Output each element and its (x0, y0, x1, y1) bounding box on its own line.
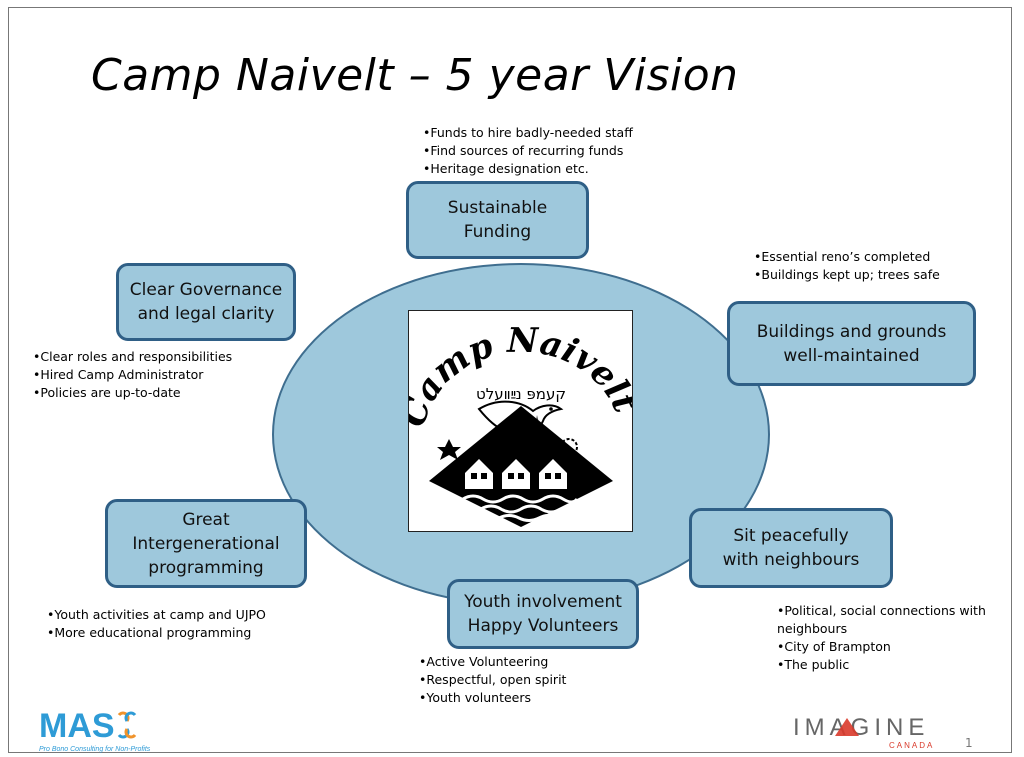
sun-icon (560, 438, 578, 456)
mas-logo: MAS Pro Bono Consulting for Non-Profits (39, 707, 151, 753)
box-intergenerational-programming: Great Intergenerational programming (105, 499, 307, 588)
logo-yiddish-text: קעמפּ נײַװעלט (476, 385, 566, 403)
notes-funding: •Funds to hire badly-needed staff •Find … (423, 124, 633, 178)
mas-logo-text: MAS (39, 707, 115, 745)
notes-buildings: •Essential reno’s completed •Buildings k… (754, 248, 940, 284)
note-item: •Youth volunteers (419, 690, 532, 705)
notes-youth: •Active Volunteering •Respectful, open s… (419, 653, 566, 707)
slide: Camp Naivelt – 5 year Vision •Funds to h… (8, 7, 1012, 753)
imagine-logo-text: IMAGINE (793, 714, 929, 741)
page-number: 1 (965, 736, 973, 750)
cabin-icons (465, 459, 567, 489)
note-item: •Political, social connections with neig… (777, 603, 986, 636)
box-youth-involvement: Youth involvement Happy Volunteers (447, 579, 639, 649)
note-item: •Policies are up-to-date (33, 385, 181, 400)
note-item: •Heritage designation etc. (423, 161, 589, 176)
box-clear-governance: Clear Governance and legal clarity (116, 263, 296, 341)
note-item: •Essential reno’s completed (754, 249, 931, 264)
box-sit-peacefully: Sit peacefully with neighbours (689, 508, 893, 588)
wave-icons (462, 494, 579, 522)
imagine-triangle-icon (835, 718, 859, 736)
camp-naivelt-logo: Camp Naivelt קעמפּ נײַװעלט (393, 310, 645, 532)
imagine-canada-text: CANADA (889, 741, 934, 750)
note-item: •The public (777, 657, 850, 672)
note-item: •Funds to hire badly-needed staff (423, 125, 633, 140)
note-item: •Youth activities at camp and UJPO (47, 607, 266, 622)
box-sustainable-funding: Sustainable Funding (406, 181, 589, 259)
imagine-canada-logo: IMAGINE CANADA (793, 714, 934, 750)
note-item: •Respectful, open spirit (419, 672, 567, 687)
note-item: •More educational programming (47, 625, 252, 640)
note-item: •Buildings kept up; trees safe (754, 267, 940, 282)
slide-title: Camp Naivelt – 5 year Vision (91, 50, 739, 101)
notes-programming: •Youth activities at camp and UJPO •More… (47, 606, 266, 642)
note-item: •Clear roles and responsibilities (33, 349, 233, 364)
star-icon (437, 439, 461, 460)
mas-tagline: Pro Bono Consulting for Non-Profits (39, 746, 151, 753)
mas-mark-icon (117, 711, 137, 739)
notes-governance: •Clear roles and responsibilities •Hired… (33, 348, 232, 402)
notes-neighbours: •Political, social connections with neig… (777, 602, 1009, 674)
note-item: •Hired Camp Administrator (33, 367, 204, 382)
box-buildings-grounds: Buildings and grounds well-maintained (727, 301, 976, 386)
note-item: •City of Brampton (777, 639, 891, 654)
note-item: •Active Volunteering (419, 654, 549, 669)
note-item: •Find sources of recurring funds (423, 143, 624, 158)
